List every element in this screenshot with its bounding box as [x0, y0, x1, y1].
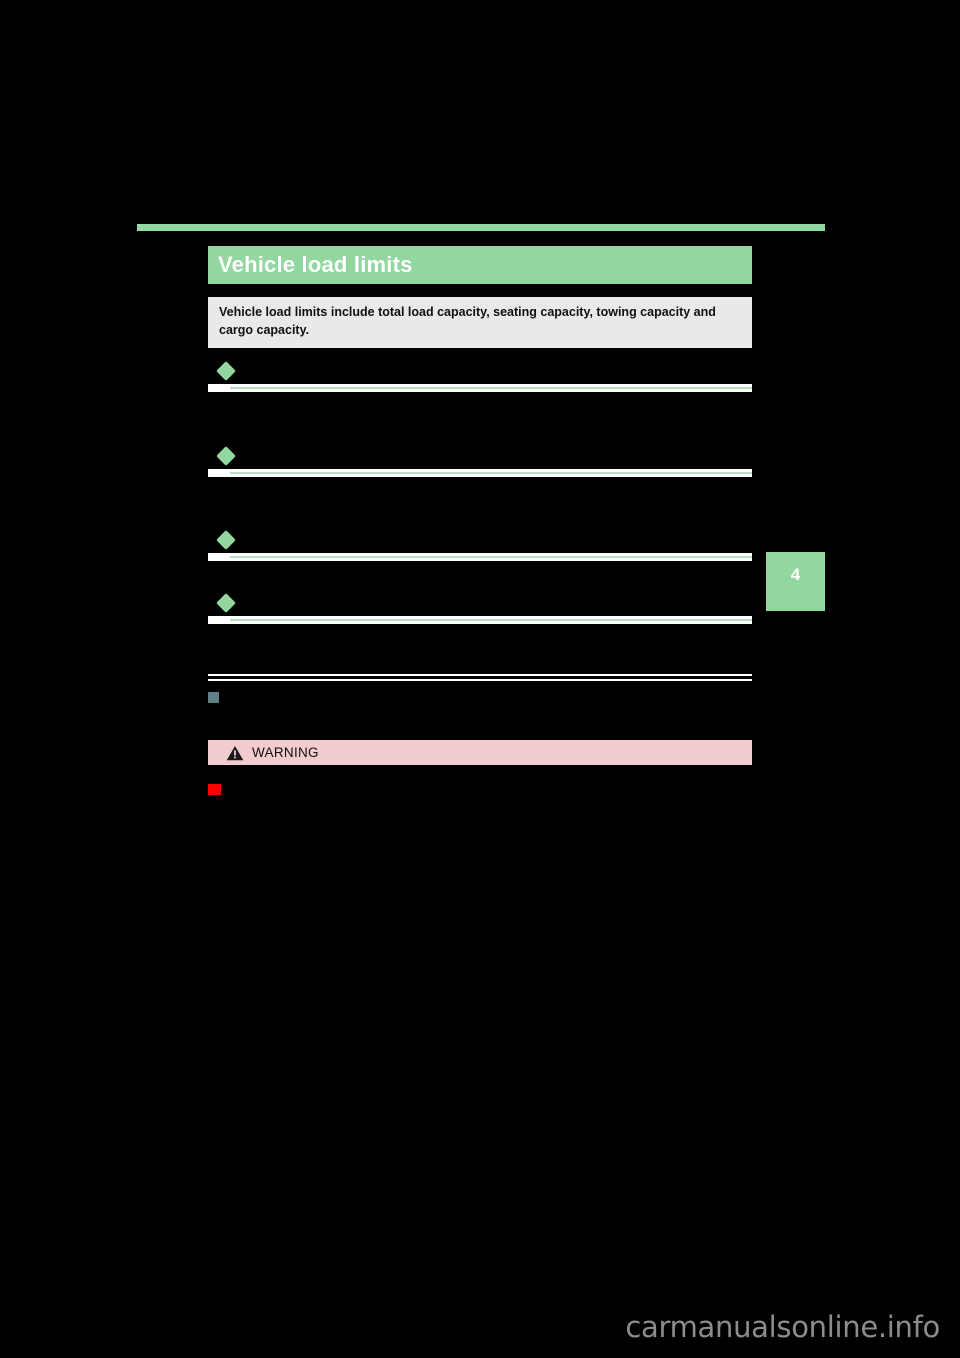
section-heading-row	[208, 445, 752, 467]
square-bullet-icon	[208, 784, 221, 795]
diamond-bullet-icon	[216, 530, 236, 550]
page-chapter-number: 4	[790, 565, 801, 584]
diamond-bullet-icon	[216, 446, 236, 466]
subsection-heading	[208, 692, 752, 703]
subsection-divider	[208, 674, 752, 681]
section-heading-1	[208, 360, 752, 392]
warning-banner: WARNING	[208, 740, 752, 765]
section-heading-row	[208, 529, 752, 551]
diamond-bullet-icon	[216, 593, 236, 613]
square-bullet-icon	[208, 692, 219, 703]
site-watermark: carmanualsonline.info	[625, 1310, 940, 1344]
section-heading-row	[208, 360, 752, 382]
intro-text: Vehicle load limits include total load c…	[219, 305, 716, 337]
section-divider-3	[208, 553, 752, 561]
section-heading-3	[208, 529, 752, 561]
page-title: Vehicle load limits	[218, 252, 413, 277]
section-title-bar: Vehicle load limits	[208, 246, 752, 284]
section-divider-4	[208, 616, 752, 624]
section-heading-2	[208, 445, 752, 477]
diamond-bullet-icon	[216, 361, 236, 381]
section-heading-row	[208, 592, 752, 614]
section-divider-2	[208, 469, 752, 477]
header-top-rule	[137, 224, 825, 231]
section-heading-4	[208, 592, 752, 624]
warning-item	[208, 784, 752, 795]
intro-callout-box: Vehicle load limits include total load c…	[208, 297, 752, 348]
page-chapter-tab: 4	[766, 552, 825, 611]
section-divider-1	[208, 384, 752, 392]
warning-triangle-icon	[226, 745, 244, 761]
warning-label: WARNING	[252, 745, 319, 760]
